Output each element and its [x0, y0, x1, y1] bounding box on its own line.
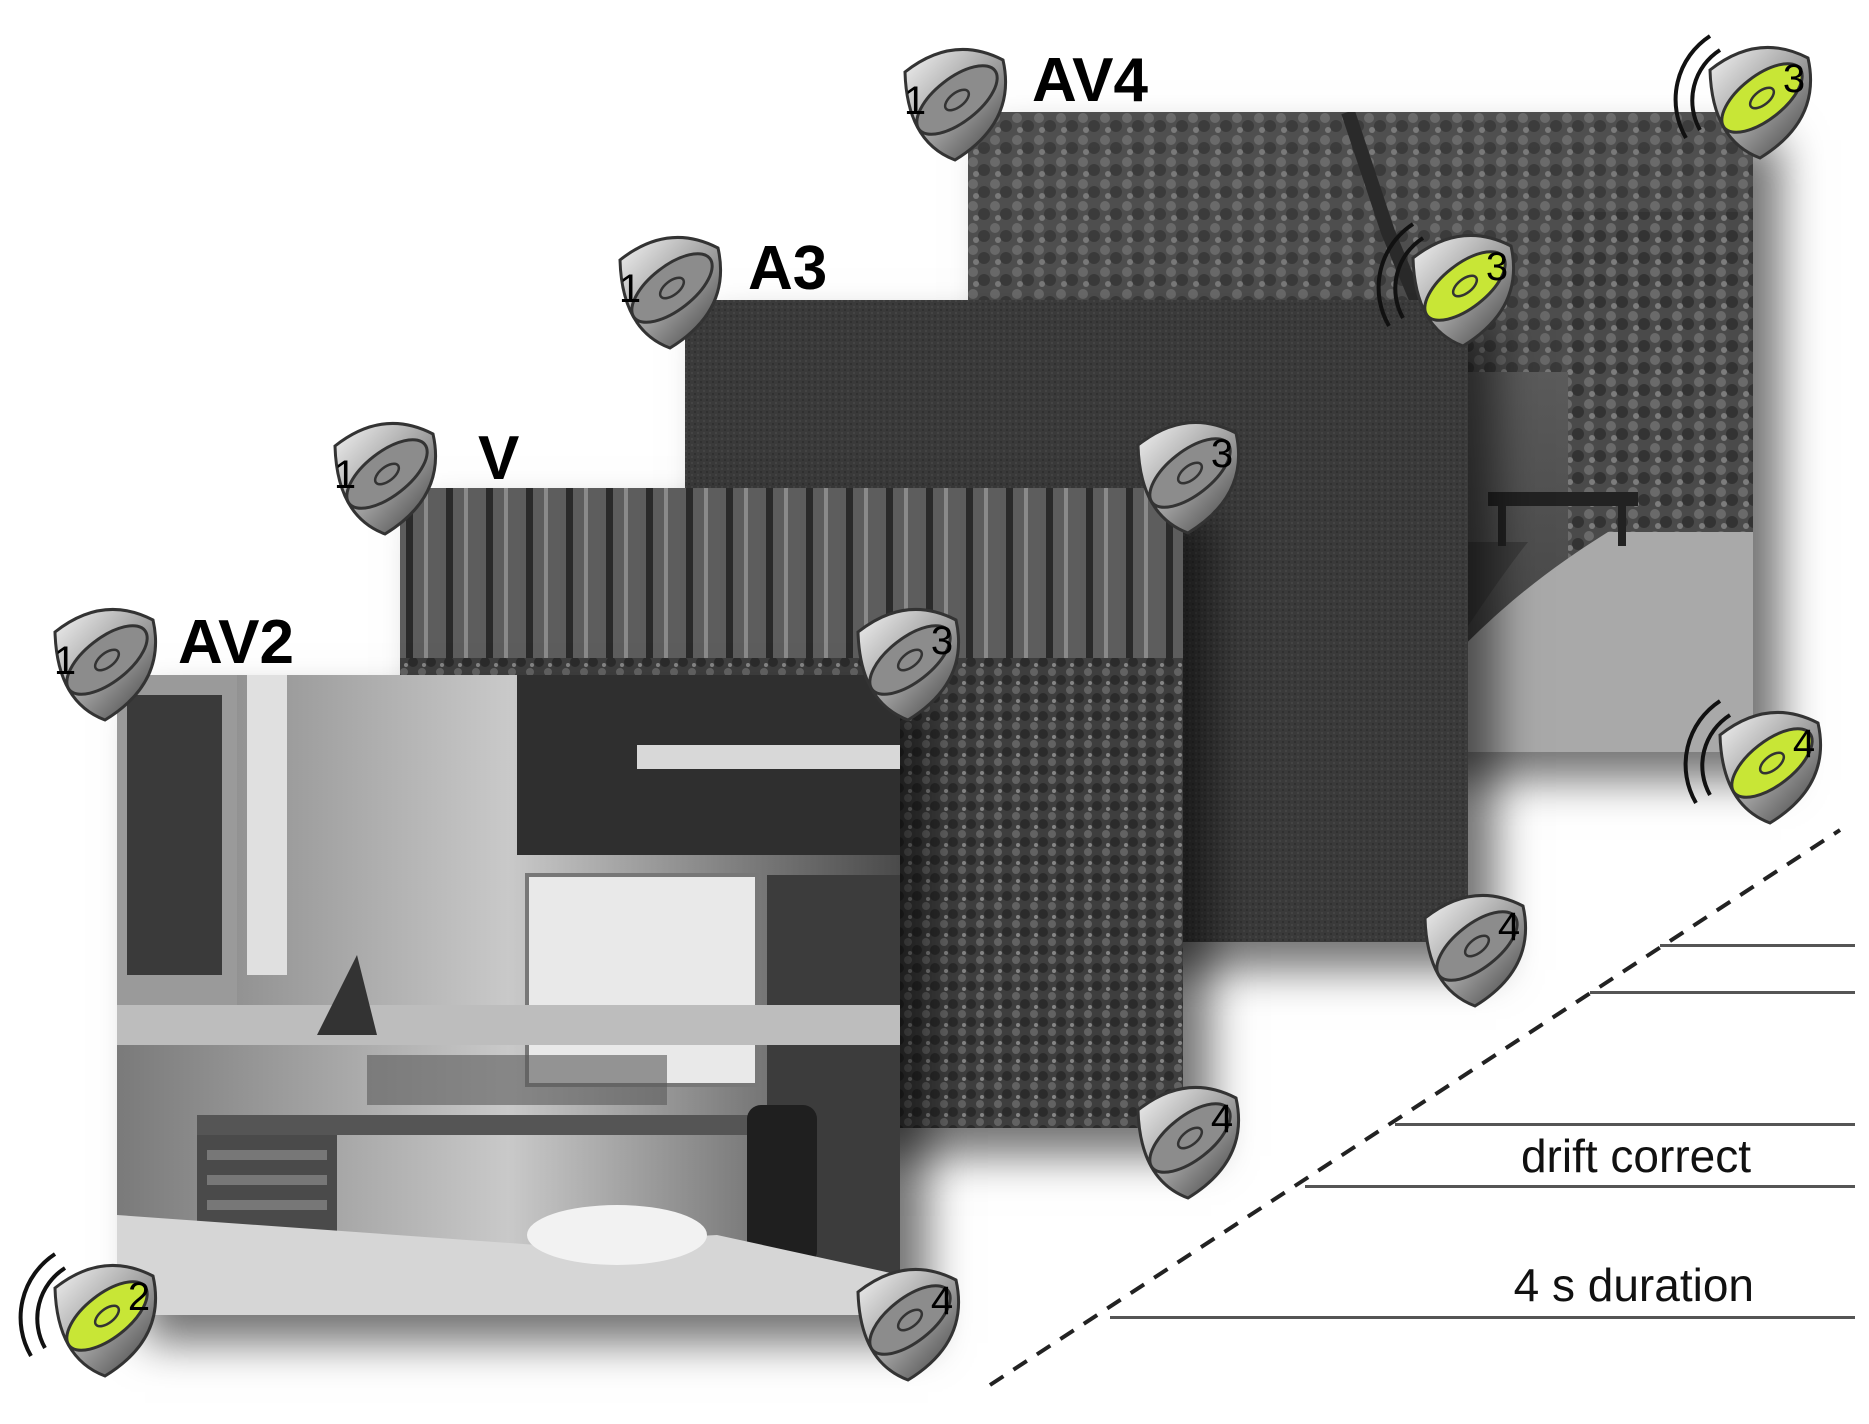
- speaker-number: 4: [1793, 722, 1815, 766]
- speaker-number: 3: [1211, 432, 1233, 476]
- speaker-4-icon: 4: [1423, 894, 1528, 1008]
- speaker-1-icon: 1: [618, 236, 723, 350]
- speaker-3-icon: 3: [856, 608, 961, 722]
- speaker-1-icon: 1: [333, 422, 438, 536]
- speaker-number: 2: [128, 1275, 150, 1319]
- speaker-icon: 3: [1673, 30, 1826, 166]
- speaker-icon: 1: [600, 220, 736, 356]
- event-line-1: [1660, 944, 1855, 947]
- speaker-number: 4: [1498, 905, 1520, 949]
- speaker-icon: 3: [838, 592, 974, 728]
- speaker-4-icon: 4: [856, 1268, 961, 1382]
- speaker-number: 1: [619, 267, 641, 311]
- condition-label-a3: A3: [748, 234, 828, 303]
- speaker-number: 4: [1211, 1097, 1233, 1141]
- condition-label-v: V: [478, 424, 520, 493]
- drift-correct-label: drift correct: [1520, 1130, 1751, 1182]
- speaker-3-icon: 3: [1376, 222, 1516, 348]
- speaker-1-icon: 1: [53, 608, 158, 722]
- speaker-icon: 1: [885, 32, 1021, 168]
- event-line-3: [1395, 1123, 1855, 1126]
- speaker-number: 4: [931, 1279, 953, 1323]
- speaker-number: 3: [1486, 245, 1508, 289]
- event-line-5: [1110, 1316, 1855, 1319]
- speaker-icon: 3: [1118, 405, 1254, 541]
- speaker-number: 1: [334, 453, 356, 497]
- speaker-icon: 4: [838, 1252, 974, 1388]
- speaker-icon: 3: [1376, 218, 1529, 354]
- condition-label-av2: AV2: [178, 608, 295, 677]
- speaker-icon: 4: [1118, 1070, 1254, 1206]
- speaker-4-icon: 4: [1136, 1086, 1241, 1200]
- speaker-number: 1: [904, 79, 926, 123]
- speaker-number: 3: [931, 619, 953, 663]
- speaker-3-icon: 3: [1673, 34, 1813, 160]
- event-line-4: [1305, 1185, 1855, 1188]
- speaker-number: 3: [1783, 57, 1805, 101]
- speaker-icon: 4: [1405, 878, 1541, 1014]
- speaker-1-icon: 1: [903, 48, 1008, 162]
- frame-av2-lab-scene: [117, 675, 900, 1315]
- speaker-3-icon: 3: [1136, 421, 1241, 535]
- speaker-icon: 1: [315, 406, 451, 542]
- condition-label-av4: AV4: [1032, 46, 1149, 115]
- event-line-2: [1590, 991, 1855, 994]
- duration-label: 4 s duration: [1513, 1259, 1754, 1311]
- speaker-2-icon: 2: [18, 1252, 158, 1378]
- speaker-4-icon: 4: [1683, 699, 1823, 825]
- speaker-number: 1: [54, 639, 76, 683]
- speaker-icon: 2: [18, 1248, 171, 1384]
- speaker-icon: 1: [35, 592, 171, 728]
- speaker-icon: 4: [1683, 695, 1836, 831]
